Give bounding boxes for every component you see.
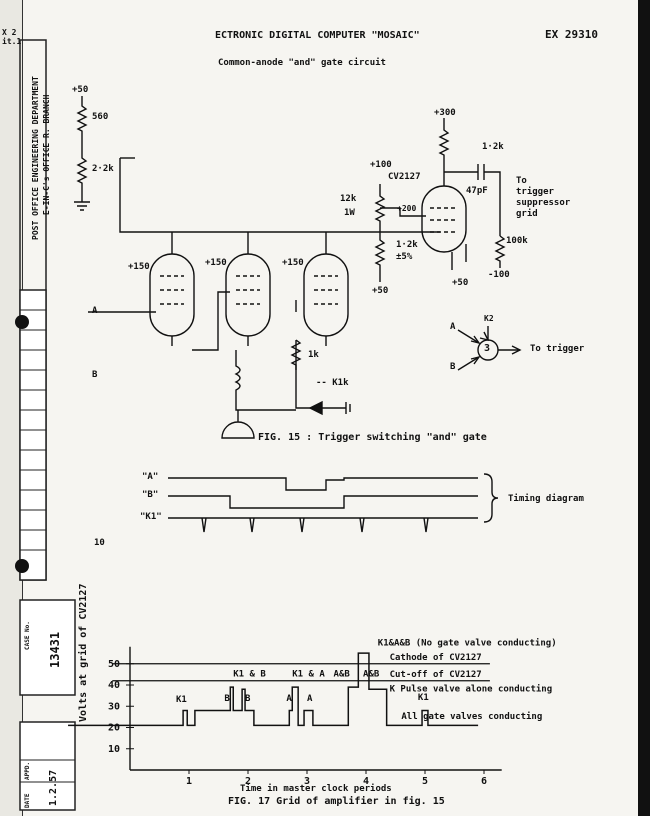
reference-line-label: Cathode of CV2127 — [390, 653, 482, 663]
chart-annotation: B — [245, 694, 251, 704]
timing-label-a: "A" — [142, 472, 159, 482]
rail-plus150-3: +150 — [282, 258, 304, 268]
y-tick-label: 30 — [108, 701, 120, 712]
capacitor-47pf: 47pF — [466, 186, 488, 196]
valve-type-cv2127: CV2127 — [388, 172, 421, 182]
x-tick-label: 2 — [245, 776, 251, 787]
resistor-100k: 100k — [506, 236, 528, 246]
document-subtitle: Common-anode "and" gate circuit — [218, 58, 386, 68]
rail-plus300: +300 — [434, 108, 456, 118]
x-tick-label: 4 — [363, 776, 369, 787]
timing-diagram-label: Timing diagram — [508, 494, 584, 504]
valve-1 — [149, 253, 195, 337]
chart-annotation: All gate valves conducting — [401, 711, 542, 722]
rail-plus200: +200 — [397, 204, 417, 213]
chart-annotation: A — [286, 694, 292, 704]
chart-y-label: Volts at grid of CV2127 — [78, 583, 89, 722]
resistor-1k2-low: 1·2k — [396, 240, 418, 250]
reference-line-label: Cut-off of CV2127 — [390, 670, 482, 680]
resistor-tolerance: ±5% — [396, 252, 413, 262]
fig15-caption: FIG. 15 : Trigger switching "and" gate — [258, 432, 487, 443]
chart-title: FIG. 17 Grid of amplifier in fig. 15 — [228, 796, 445, 807]
resistor-1k2-top: 1·2k — [482, 142, 504, 152]
chart-annotation: K1 & A — [292, 670, 325, 680]
valve-3 — [303, 253, 349, 337]
rail-plus150-1: +150 — [128, 262, 150, 272]
document-title: ECTRONIC DIGITAL COMPUTER "MOSAIC" — [215, 30, 420, 41]
chart-annotation: K1 — [418, 693, 429, 703]
chart-annotation: K1 & B — [233, 670, 266, 680]
chart-annotation: K Pulse valve alone conducting — [390, 683, 553, 694]
chart-top-tick: 10 — [94, 538, 105, 548]
input-b-label: B — [92, 370, 98, 380]
gate-k2-label: K2 — [484, 314, 494, 323]
chart-annotation: B — [224, 694, 230, 704]
x-tick-label: 3 — [304, 776, 310, 787]
x-tick-label: 6 — [481, 776, 487, 787]
resistor-12k: 12k — [340, 194, 357, 204]
resistor-2k2: 2·2k — [92, 164, 114, 174]
rail-plus50-b: +50 — [452, 278, 469, 288]
gate-output-label: To trigger — [530, 344, 585, 354]
y-tick-label: 20 — [108, 723, 120, 734]
x-tick-label: 1 — [186, 776, 192, 787]
valve-2 — [225, 253, 271, 337]
page-edge-shadow — [638, 0, 650, 816]
y-tick-label: 40 — [108, 680, 120, 691]
grid-voltage-trace — [68, 652, 479, 727]
document-reference: EX 29310 — [545, 28, 598, 41]
rail-plus150-2: +150 — [205, 258, 227, 268]
chart-annotation: A — [307, 694, 313, 704]
rail-plus50-a: +50 — [372, 286, 389, 296]
y-tick-label: 10 — [108, 744, 120, 755]
chart-annotation: A&B — [363, 670, 380, 680]
x-tick-label: 5 — [422, 776, 428, 787]
rail-minus100: -100 — [488, 270, 510, 280]
resistor-1k: 1k — [308, 350, 319, 360]
gate-a-label: A — [450, 322, 456, 332]
input-a-label: A — [92, 306, 98, 316]
chart-annotation: A&B — [334, 670, 351, 680]
chart-annotation: K1 — [176, 695, 187, 705]
chart-annotation: K1&A&B (No gate valve conducting) — [378, 638, 557, 649]
k1k-input-label: -- K1k — [316, 378, 349, 388]
resistor-rating-1w: 1W — [344, 208, 355, 218]
gate-number: 3 — [484, 343, 491, 354]
timing-label-k1: "K1" — [140, 512, 162, 522]
gate-b-label: B — [450, 362, 456, 372]
rail-plus100: +100 — [370, 160, 392, 170]
rail-plus50-top: +50 — [72, 85, 89, 95]
to-trigger-label: To trigger suppressor grid — [516, 176, 571, 219]
resistor-560: 560 — [92, 112, 109, 122]
timing-label-b: "B" — [142, 490, 159, 500]
corner-mark: X 2 it.1 — [2, 28, 22, 46]
chart-x-label: Time in master clock periods — [240, 784, 392, 794]
